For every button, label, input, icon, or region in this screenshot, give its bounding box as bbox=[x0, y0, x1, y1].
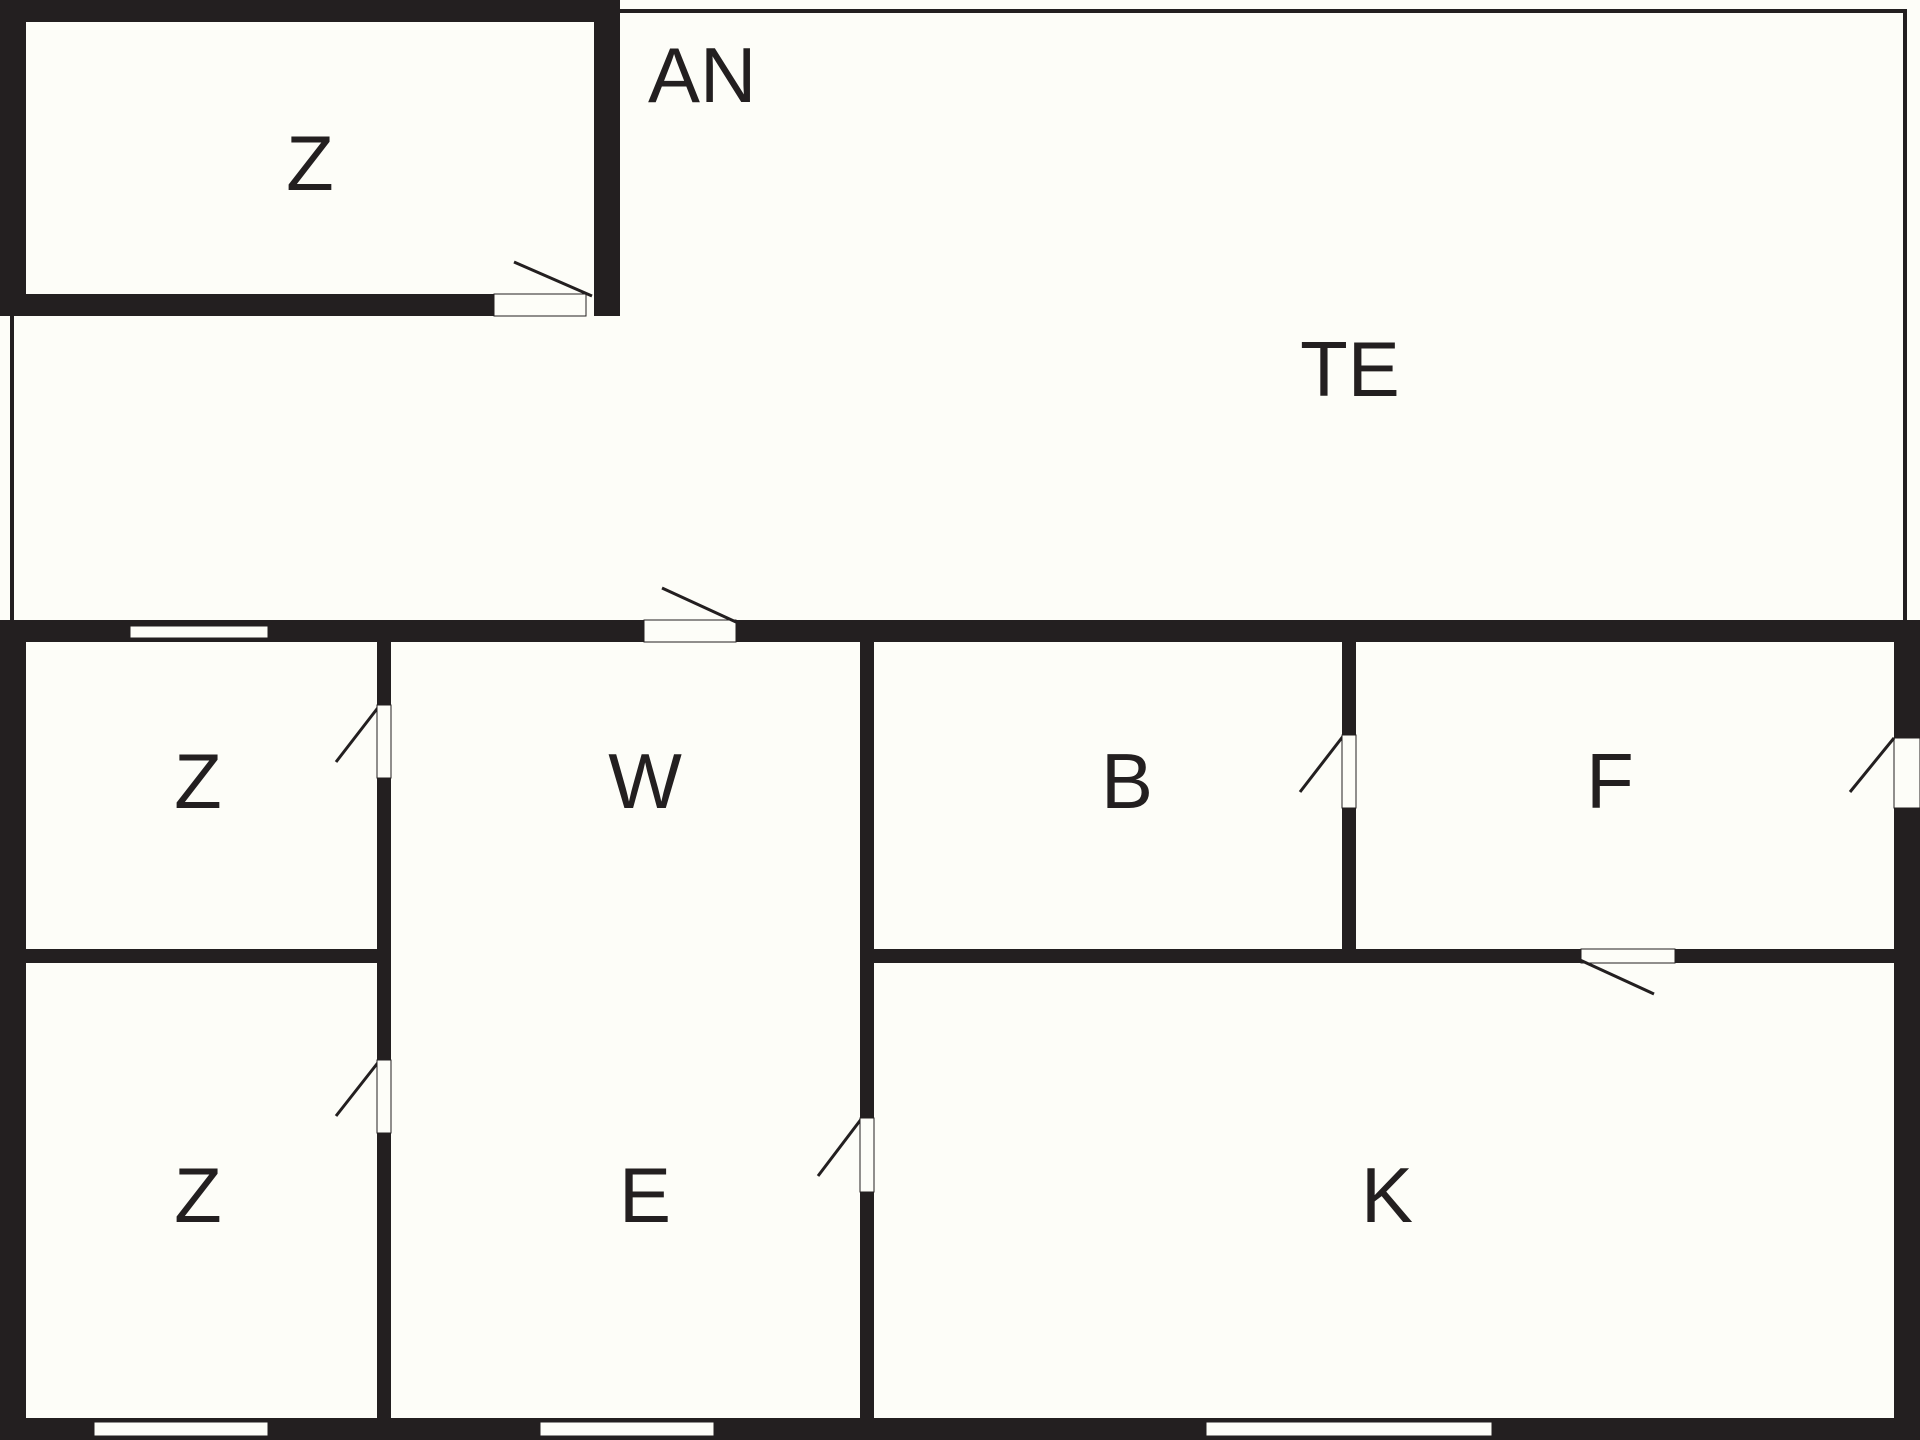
window-z-mid bbox=[129, 625, 269, 639]
door-swing-z-mid bbox=[334, 704, 382, 763]
door-swing-e bbox=[816, 1117, 864, 1177]
window-k bbox=[1205, 1421, 1493, 1437]
door-frames bbox=[376, 704, 1357, 1193]
label-room-w: W bbox=[608, 737, 682, 825]
door-gap-kitchen bbox=[1580, 948, 1676, 964]
door-gap-terrace bbox=[643, 619, 737, 643]
label-room-z-bottom: Z bbox=[174, 1151, 222, 1239]
door-swing-f bbox=[1848, 737, 1896, 793]
label-room-z-top: Z bbox=[286, 119, 334, 207]
openings bbox=[93, 293, 1920, 1437]
door-swings bbox=[334, 260, 1896, 1177]
window-z-bottom bbox=[93, 1421, 269, 1437]
door-gap-z-top bbox=[493, 293, 587, 317]
label-room-z-mid: Z bbox=[174, 737, 222, 825]
door-swing-terrace bbox=[661, 586, 737, 624]
label-room-an: AN bbox=[648, 31, 756, 119]
label-room-k: K bbox=[1361, 1151, 1413, 1239]
door-swing-kitchen bbox=[1579, 958, 1655, 996]
window-e bbox=[539, 1421, 715, 1437]
door-swing-b bbox=[1298, 734, 1346, 793]
label-room-e: E bbox=[619, 1151, 671, 1239]
room-labels: Z AN TE Z W B F Z E K bbox=[174, 31, 1634, 1239]
label-room-f: F bbox=[1586, 737, 1634, 825]
door-swing-z-bottom bbox=[334, 1059, 382, 1117]
door-gap-f-right bbox=[1893, 737, 1920, 809]
label-room-b: B bbox=[1101, 737, 1153, 825]
door-swing-z-top bbox=[513, 260, 593, 298]
room-z-top-walls bbox=[0, 0, 620, 316]
label-room-te: TE bbox=[1300, 325, 1400, 413]
